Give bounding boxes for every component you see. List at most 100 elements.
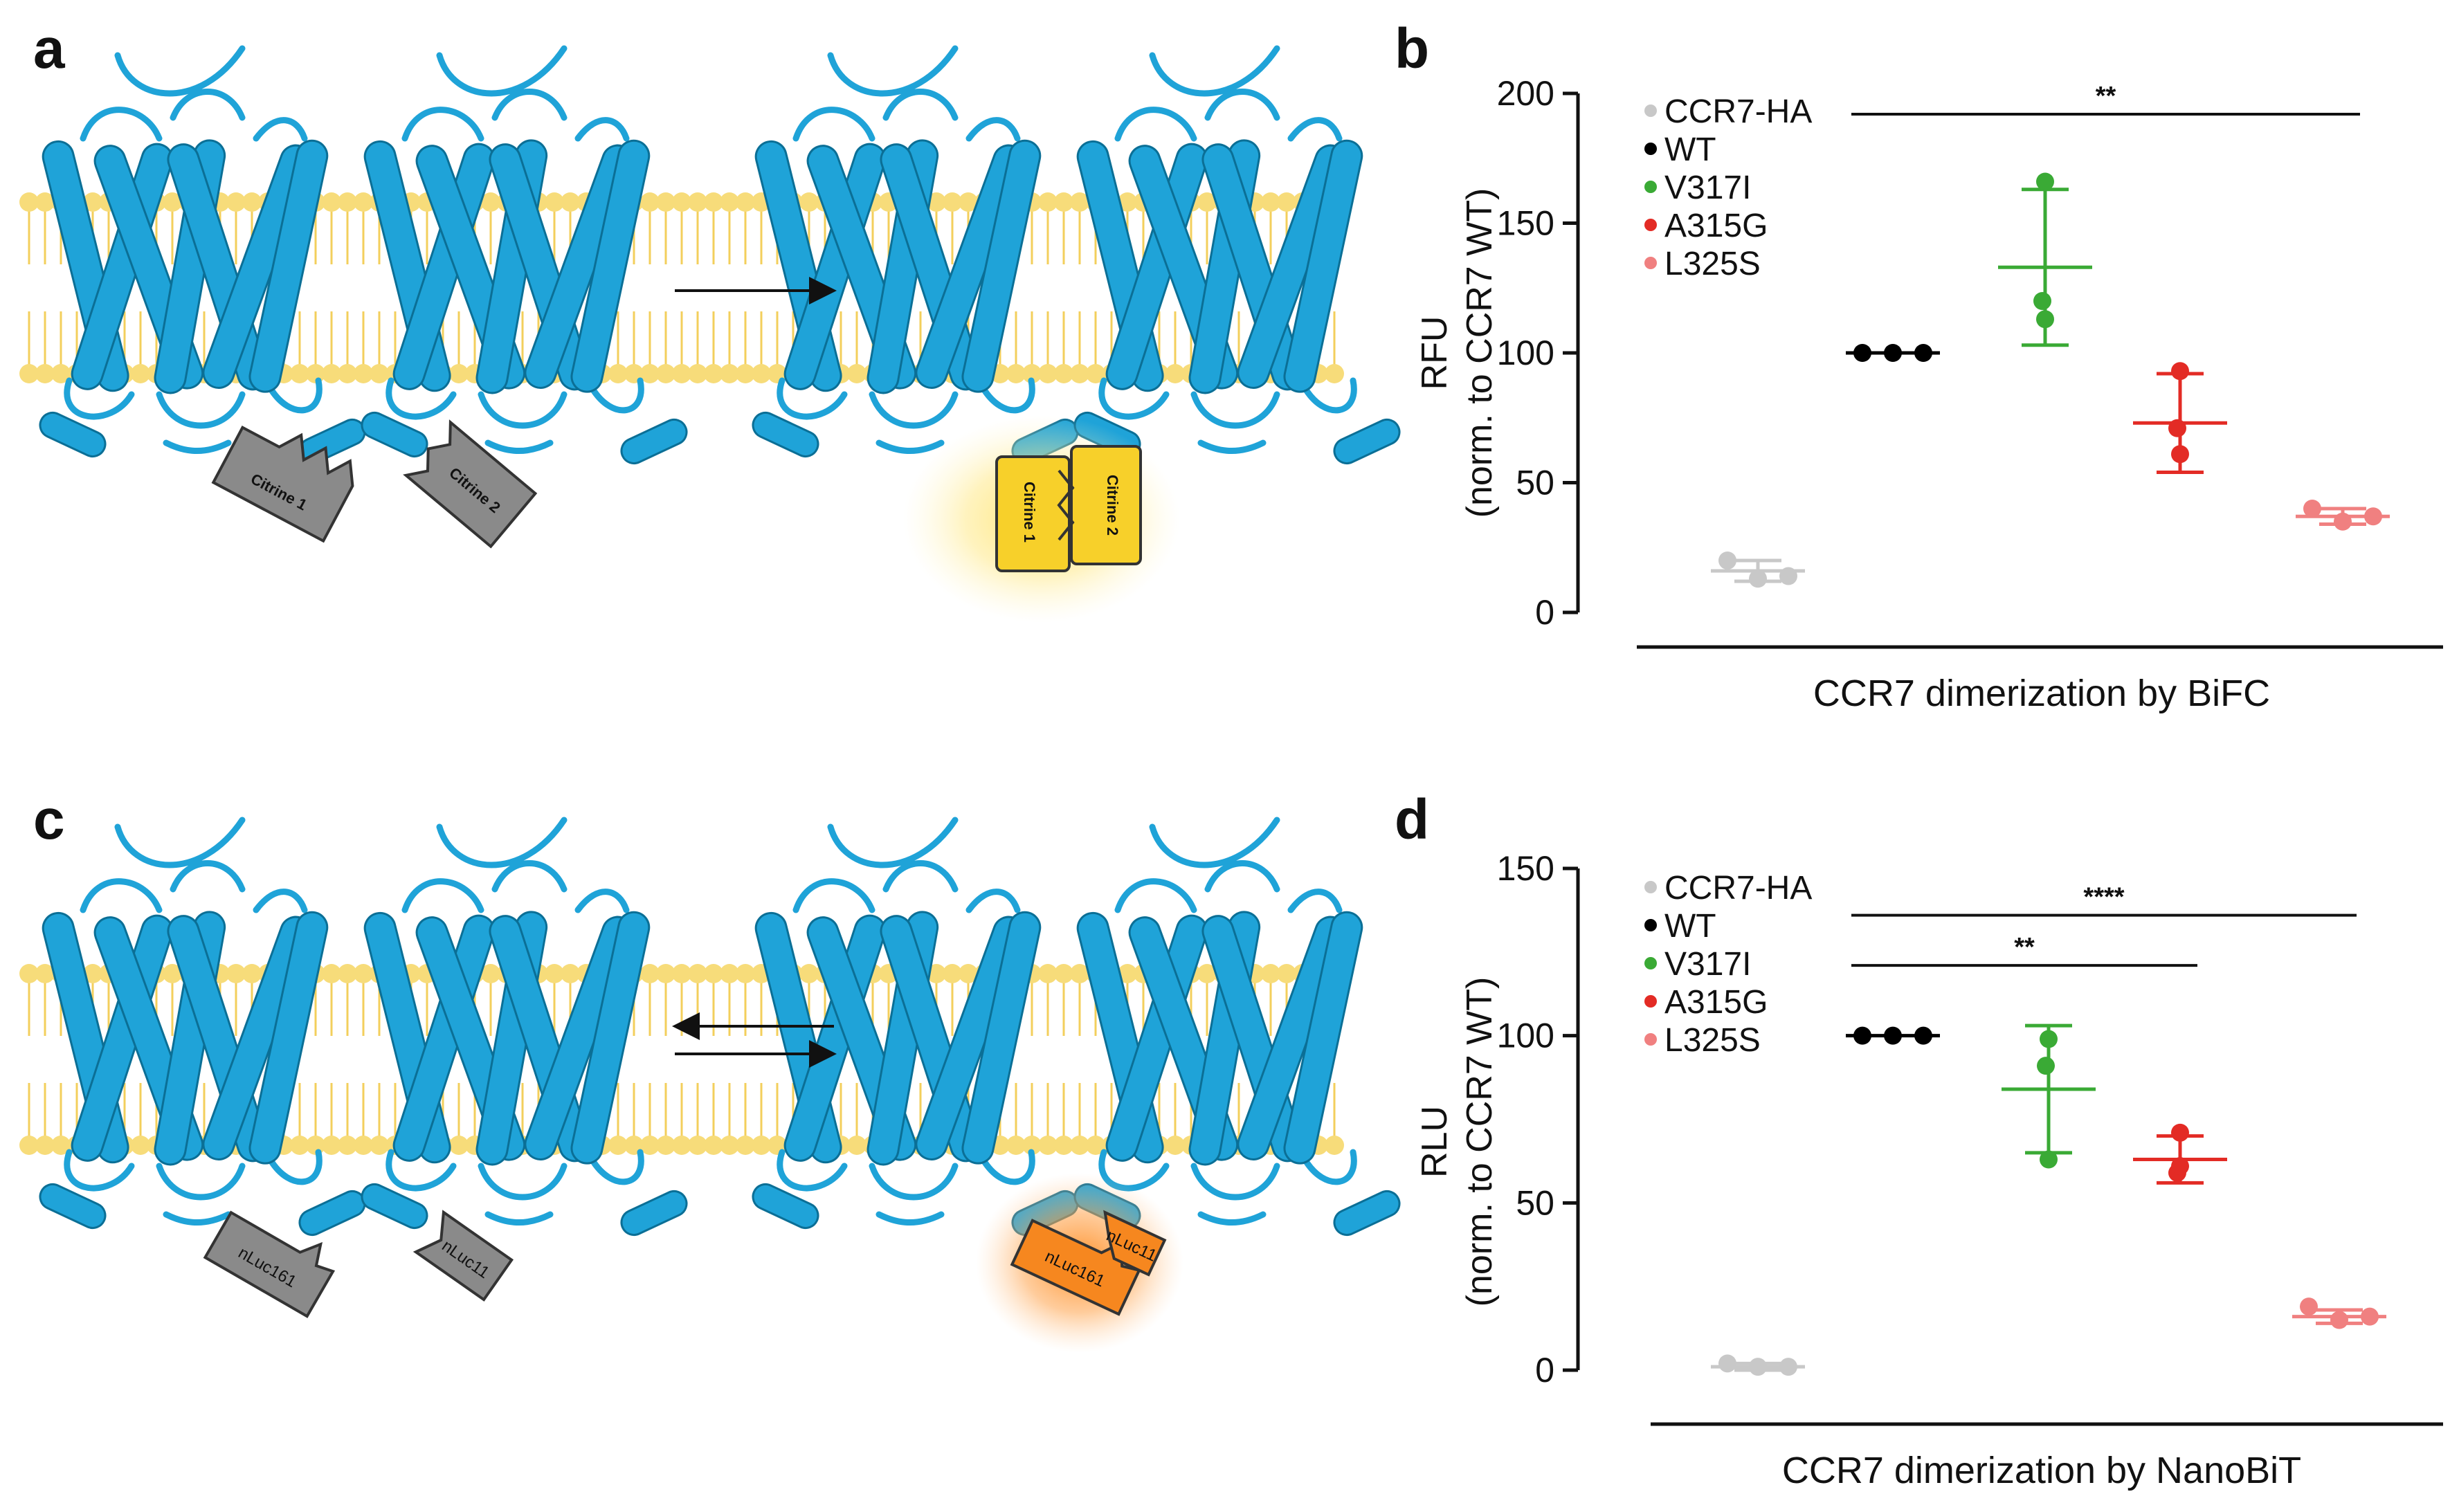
bifc-schematic: Citrine 1 Citrine 2 Citrine 1 Citrine 2 [19,45,1401,623]
lipid-head [640,964,660,983]
lipid-head [704,364,723,383]
gpcr-receptor [1073,45,1401,465]
lipid-head [338,964,357,983]
lipid-head [1022,364,1042,383]
data-point [2040,1030,2058,1048]
lipid-head [449,364,469,383]
lipid-head [959,964,978,983]
panel-label-d: d [1395,788,1429,851]
data-point [1749,1358,1767,1376]
lipid-head [799,964,819,983]
y-axis-title-line2: (norm. to CCR7 WT) [1460,977,1500,1307]
data-point [2037,1057,2055,1075]
lipid-head [1261,964,1280,983]
lipid-head [927,192,946,212]
data-point [2171,1157,2189,1176]
lipid-head [736,364,755,383]
lipid-head [656,964,675,983]
lipid-head [688,192,707,212]
data-point [2303,500,2321,518]
lipid-head [1070,192,1089,212]
reconstituted-citrine: Citrine 1 Citrine 2 [995,445,1142,572]
lipid-head [338,364,357,383]
lipid-head [1325,1136,1344,1155]
lipid-head [83,964,102,983]
complex-left-label: Citrine 1 [1021,482,1038,543]
helix-8 [620,418,688,465]
extracellular-loop [401,817,630,913]
lipid-head [704,192,723,212]
data-point [2361,1307,2379,1326]
gpcr-receptor [752,817,1079,1237]
y-axis-title-line2: (norm. to CCR7 WT) [1460,188,1500,518]
lipid-head [338,192,357,212]
legend-entry: A315G [1664,208,1768,244]
helix-8 [39,1183,107,1230]
lipid-head [640,1136,660,1155]
lipid-head [322,1136,341,1155]
lipid-head [83,192,102,212]
lipid-head [242,964,262,983]
data-point [2040,1150,2058,1169]
lipid-head [19,964,39,983]
legend-entry: WT [1664,908,1716,945]
gpcr-receptor [361,45,688,465]
gpcr-receptor [39,817,366,1237]
legend-entry: CCR7-HA [1664,93,1812,130]
lipid-head [354,364,373,383]
lipid-head [656,1136,675,1155]
lipid-head [1165,1136,1185,1155]
lipid-head [720,364,739,383]
lipid-head [1054,192,1073,212]
extracellular-loop [401,45,630,142]
lipid-head [1054,364,1073,383]
legend-marker [1644,1033,1657,1046]
panel-label-b: b [1395,17,1429,80]
lipid-head [847,364,866,383]
lipid-head [959,192,978,212]
lipid-head [131,1136,150,1155]
lipid-head [1165,364,1185,383]
lipid-head [688,364,707,383]
lipid-head [35,364,55,383]
lipid-head [35,192,55,212]
lipid-head [1118,964,1137,983]
lipid-head [943,192,962,212]
lipid-head [51,1136,71,1155]
helix-8 [298,1190,366,1237]
lipid-head [688,964,707,983]
data-point [1718,1354,1736,1373]
lipid-head [163,964,182,983]
lipid-head [1070,364,1089,383]
y-tick-label: 0 [1535,1351,1554,1390]
chart-bifc: RFU (norm. to CCR7 WT) CCR7 dimerization… [1415,74,2443,714]
legend-entry: CCR7-HA [1664,870,1812,907]
lipid-head [736,964,755,983]
y-tick-label: 100 [1497,1017,1554,1055]
legend-marker [1644,219,1657,231]
chart-nanobit: RLU (norm. to CCR7 WT) CCR7 dimerization… [1415,849,2443,1491]
lipid-head [704,1136,723,1155]
lipid-head [481,192,500,212]
lipid-head [656,364,675,383]
lipid-head [736,192,755,212]
intracellular-loop [777,377,1035,455]
lipid-head [1006,1136,1026,1155]
lipid-head [131,364,150,383]
panel-label-a: a [33,17,66,80]
gpcr-receptor [39,45,366,465]
data-point [2171,1123,2189,1142]
lipid-head [545,964,564,983]
lipid-head [354,1136,373,1155]
intracellular-loop [385,377,644,455]
y-tick-label: 50 [1516,464,1554,502]
data-point [2036,310,2054,329]
transmembrane-helix [1283,911,1363,1165]
lipid-head [1038,364,1058,383]
lipid-head [561,964,580,983]
transmembrane-helix [961,911,1042,1165]
x-axis-title: CCR7 dimerization by BiFC [1813,673,2270,714]
helix-8 [361,411,428,458]
panel-label-c: c [33,788,65,851]
data-point [2364,507,2382,526]
